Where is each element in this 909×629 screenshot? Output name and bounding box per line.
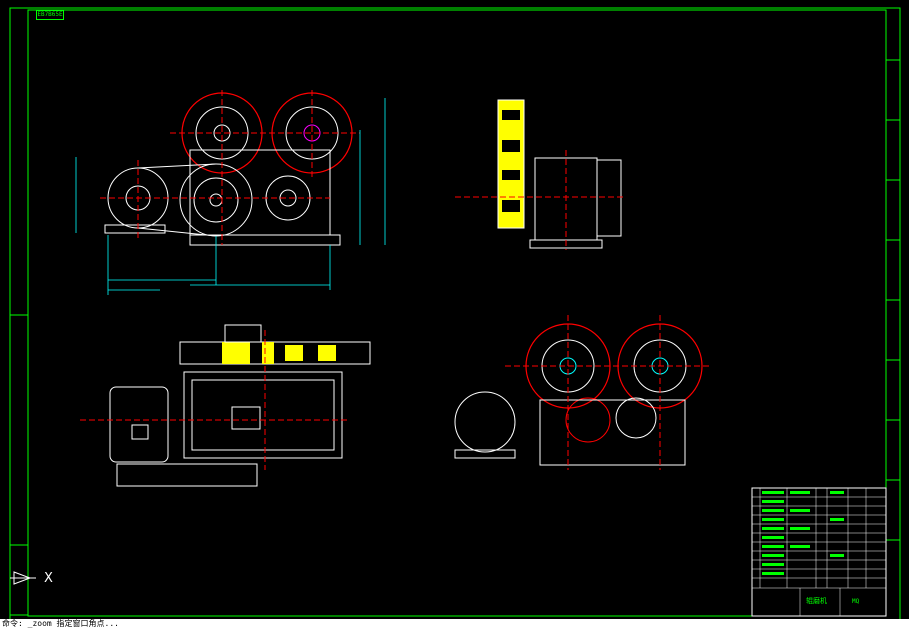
title-block-name: 辊磨机 [806,597,827,605]
rear-view [454,315,710,470]
top-view [80,324,371,487]
left-title-strip [9,544,29,616]
title-block-code: MQ [852,598,860,605]
ucs-x-label: X [44,571,53,586]
ucs-axis-icon [10,571,36,585]
command-line-text: 命令: _zoom 指定窗口角点... [2,619,119,628]
inner-frame [27,9,887,617]
command-line[interactable]: 命令: _zoom 指定窗口角点... [0,619,909,629]
right-zone-marks [886,59,900,541]
front-view [75,90,386,295]
title-block [751,487,887,617]
side-view [455,99,625,250]
